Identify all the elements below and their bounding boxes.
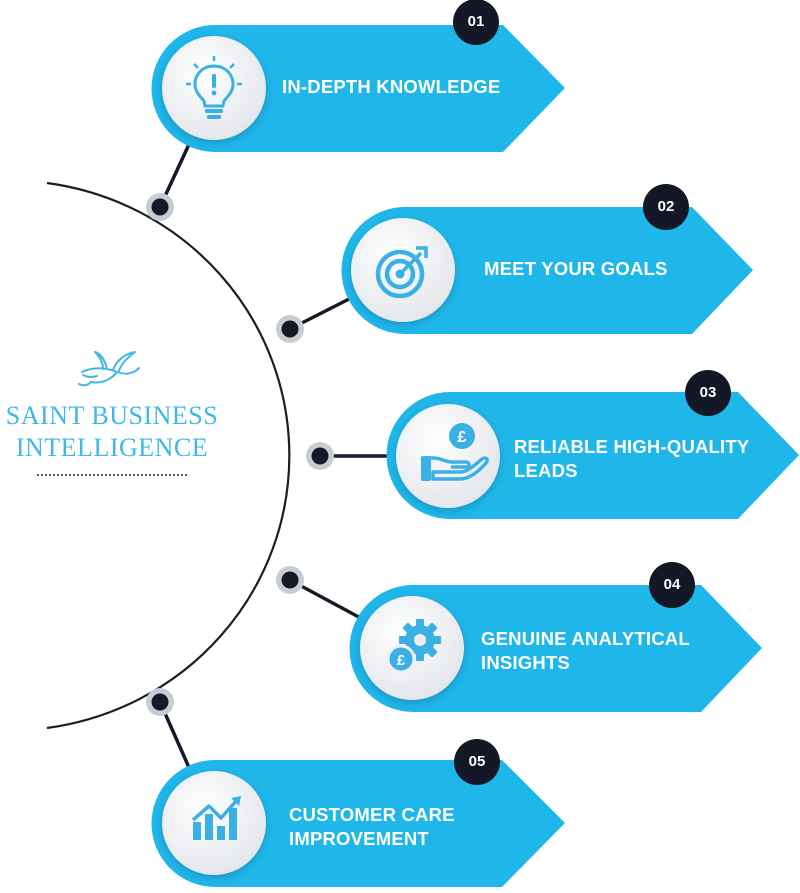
item-label-3-line-1: RELIABLE HIGH-QUALITY bbox=[514, 436, 750, 457]
brand-block: SAINT BUSINESS INTELLIGENCE bbox=[0, 346, 224, 476]
item-label-4: GENUINE ANALYTICAL INSIGHTS bbox=[481, 627, 690, 675]
target-icon bbox=[375, 246, 428, 299]
badge-5 bbox=[454, 739, 500, 785]
timeline-arc bbox=[46, 181, 291, 730]
chart-growth-icon bbox=[191, 796, 241, 840]
icon-button-3 bbox=[396, 404, 500, 508]
banner-3: £ bbox=[386, 370, 799, 519]
badge-number-4: 04 bbox=[663, 576, 681, 593]
badge-2 bbox=[643, 184, 689, 230]
badge-number-1: 01 bbox=[467, 13, 485, 30]
item-label-5-line-1: CUSTOMER CARE bbox=[289, 804, 455, 825]
item-label-5: CUSTOMER CARE IMPROVEMENT bbox=[289, 803, 455, 851]
arc-node-1 bbox=[146, 193, 174, 221]
item-label-3-line-2: LEADS bbox=[514, 460, 578, 481]
svg-text:£: £ bbox=[458, 429, 467, 446]
badge-4 bbox=[649, 562, 695, 608]
badge-number-3: 03 bbox=[699, 384, 717, 401]
badge-number-2: 02 bbox=[657, 198, 675, 215]
item-label-4-line-1: GENUINE ANALYTICAL bbox=[481, 628, 690, 649]
arc-node-2 bbox=[276, 315, 304, 343]
icon-button-5 bbox=[162, 771, 266, 875]
badge-3 bbox=[685, 370, 731, 416]
item-label-2: MEET YOUR GOALS bbox=[484, 257, 668, 281]
brand-name-line-2: INTELLIGENCE bbox=[15, 433, 209, 462]
banner-5 bbox=[151, 739, 565, 887]
badge-number-5: 05 bbox=[468, 753, 486, 770]
connector-4 bbox=[288, 578, 370, 624]
arc-node-5 bbox=[146, 688, 174, 716]
item-label-4-line-2: INSIGHTS bbox=[481, 652, 570, 673]
banner-1 bbox=[151, 0, 565, 152]
gear-pound-icon: £ bbox=[386, 619, 441, 674]
arc-node-4 bbox=[276, 566, 304, 594]
arc-nodes bbox=[146, 193, 334, 716]
lightbulb-icon bbox=[186, 56, 242, 119]
hand-coin-icon: £ bbox=[421, 423, 489, 481]
item-label-5-line-2: IMPROVEMENT bbox=[289, 828, 429, 849]
arc-node-3 bbox=[306, 442, 334, 470]
brand-divider bbox=[37, 474, 187, 476]
item-label-1: IN-DEPTH KNOWLEDGE bbox=[282, 75, 500, 99]
banner-4: £ bbox=[349, 562, 762, 712]
brand-name-line-1: SAINT BUSINESS bbox=[5, 401, 219, 430]
item-label-1-line-1: IN-DEPTH KNOWLEDGE bbox=[282, 76, 501, 97]
item-label-3: RELIABLE HIGH-QUALITY LEADS bbox=[514, 435, 749, 483]
item-label-2-line-1: MEET YOUR GOALS bbox=[484, 258, 668, 279]
banner-2 bbox=[341, 184, 753, 334]
bird-icon bbox=[78, 351, 140, 387]
svg-text:£: £ bbox=[397, 652, 406, 669]
badge-1 bbox=[453, 0, 499, 45]
